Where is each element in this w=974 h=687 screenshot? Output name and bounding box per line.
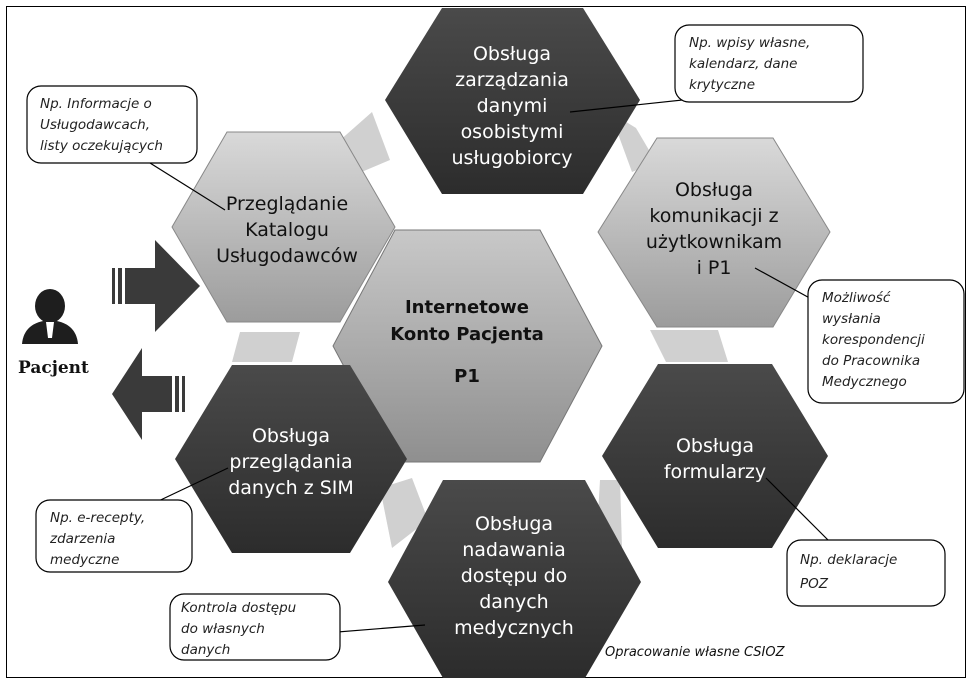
hex-lower-left: [175, 365, 407, 553]
hex-upper-right: [597, 137, 831, 328]
hex-upper-right-label: Obsługa komunikacji z użytkownikam i P1: [646, 179, 782, 279]
hex-lower-right: [602, 364, 828, 548]
pointer-bottom-right: [765, 477, 831, 543]
hex-bottom-line-4: danych: [479, 591, 548, 613]
hex-bottom-label: Obsługa nadawania dostępu do danych medy…: [454, 513, 574, 639]
credit-caption: Opracowanie własne CSIOZ: [605, 645, 786, 660]
hex-upper-left-line-2: Katalogu: [245, 219, 329, 241]
note-top-right-line-3: krytyczne: [689, 77, 755, 93]
hex-lower-left-label: Obsługa przeglądania danych z SIM: [228, 425, 354, 499]
note-bottom-left-line-3: danych: [181, 642, 230, 658]
connector-upper-right-lower-right: [650, 330, 728, 362]
hex-top-line-4: osobistymi: [461, 121, 564, 143]
hex-top: [385, 8, 640, 194]
center-label: Internetowe Konto Pacjenta P1: [390, 297, 544, 387]
note-bottom-right: Np. deklaracje POZ: [800, 552, 897, 592]
center-line-1: Internetowe: [405, 297, 529, 318]
arrow-right: [112, 240, 200, 332]
note-bottom-left-line-2: do własnych: [181, 621, 265, 637]
hex-upper-left-line-1: Przeglądanie: [226, 193, 348, 215]
hex-upper-right-line-2: komunikacji z: [649, 205, 778, 227]
hex-upper-right-line-4: i P1: [697, 257, 732, 279]
note-right: Możliwość wysłania korespondencji do Pra…: [822, 290, 925, 390]
note-left-line-1: Np. e-recepty,: [50, 510, 145, 526]
hex-top-label: Obsługa zarządzania danymi osobistymi us…: [451, 43, 572, 169]
note-right-line-5: Medycznego: [822, 374, 907, 390]
hex-lower-left-line-3: danych z SIM: [228, 477, 354, 499]
note-box-bottom-right: [786, 539, 946, 607]
hex-upper-left: [171, 131, 396, 323]
hex-top-line-5: usługobiorcy: [451, 147, 572, 169]
connector-lower-left-upper-left: [232, 332, 300, 362]
note-box-right: [807, 279, 965, 404]
note-top-left: Np. Informacje o Usługodawcach, listy oc…: [40, 96, 163, 154]
note-bottom-left: Kontrola dostępu do własnych danych: [181, 600, 296, 658]
note-top-left-line-3: listy oczekujących: [40, 138, 163, 154]
pointer-top-left: [149, 162, 226, 211]
hex-lower-right-line-1: Obsługa: [676, 435, 754, 457]
person-icon: [22, 289, 78, 344]
note-top-right-line-2: kalendarz, dane: [689, 56, 797, 72]
hex-bottom: [388, 480, 641, 678]
hex-bottom-line-1: Obsługa: [475, 513, 553, 535]
hex-bottom-line-5: medycznych: [454, 617, 574, 639]
note-top-right-line-1: Np. wpisy własne,: [689, 35, 810, 51]
note-right-line-3: korespondencji: [822, 332, 925, 348]
hex-upper-right-line-3: użytkownikam: [646, 231, 782, 253]
note-box-bottom-left: [169, 593, 341, 661]
hex-center: [332, 229, 603, 463]
note-right-line-2: wysłania: [822, 311, 881, 327]
actor-label: Pacjent: [18, 358, 89, 378]
note-right-line-4: do Pracownika: [822, 353, 920, 369]
connector-bottom-lower-left: [380, 478, 428, 548]
hex-bottom-line-3: dostępu do: [461, 565, 568, 587]
note-left-line-2: zdarzenia: [49, 531, 115, 547]
note-bottom-right-line-1: Np. deklaracje: [800, 552, 897, 568]
hex-lower-left-line-1: Obsługa: [252, 425, 330, 447]
pointer-left: [149, 467, 229, 506]
note-top-right: Np. wpisy własne, kalendarz, dane krytyc…: [689, 35, 810, 93]
hex-top-line-3: danymi: [477, 95, 548, 117]
note-left-line-3: medyczne: [50, 552, 119, 568]
hex-upper-right-line-1: Obsługa: [675, 179, 753, 201]
arrow-left: [112, 348, 185, 440]
note-box-top-left: [26, 85, 198, 164]
hex-upper-left-label: Przeglądanie Katalogu Usługodawców: [216, 193, 358, 267]
hex-bottom-line-2: nadawania: [462, 539, 566, 561]
center-line-2: Konto Pacjenta: [390, 324, 544, 345]
hex-lower-left-line-2: przeglądania: [229, 451, 352, 473]
note-bottom-left-line-1: Kontrola dostępu: [181, 600, 296, 616]
hex-top-line-1: Obsługa: [473, 43, 551, 65]
note-left: Np. e-recepty, zdarzenia medyczne: [49, 510, 145, 568]
note-box-left: [35, 499, 193, 573]
hex-lower-right-label: Obsługa formularzy: [664, 435, 766, 483]
note-box-top-right: [674, 24, 864, 103]
note-bottom-right-line-2: POZ: [800, 576, 829, 592]
note-top-left-line-1: Np. Informacje o: [40, 96, 152, 112]
hex-lower-right-line-2: formularzy: [664, 461, 766, 483]
hex-upper-left-line-3: Usługodawców: [216, 245, 358, 267]
hex-top-line-2: zarządzania: [455, 69, 569, 91]
center-line-3: P1: [454, 366, 480, 387]
note-right-line-1: Możliwość: [822, 290, 891, 306]
note-top-left-line-2: Usługodawcach,: [40, 117, 150, 133]
